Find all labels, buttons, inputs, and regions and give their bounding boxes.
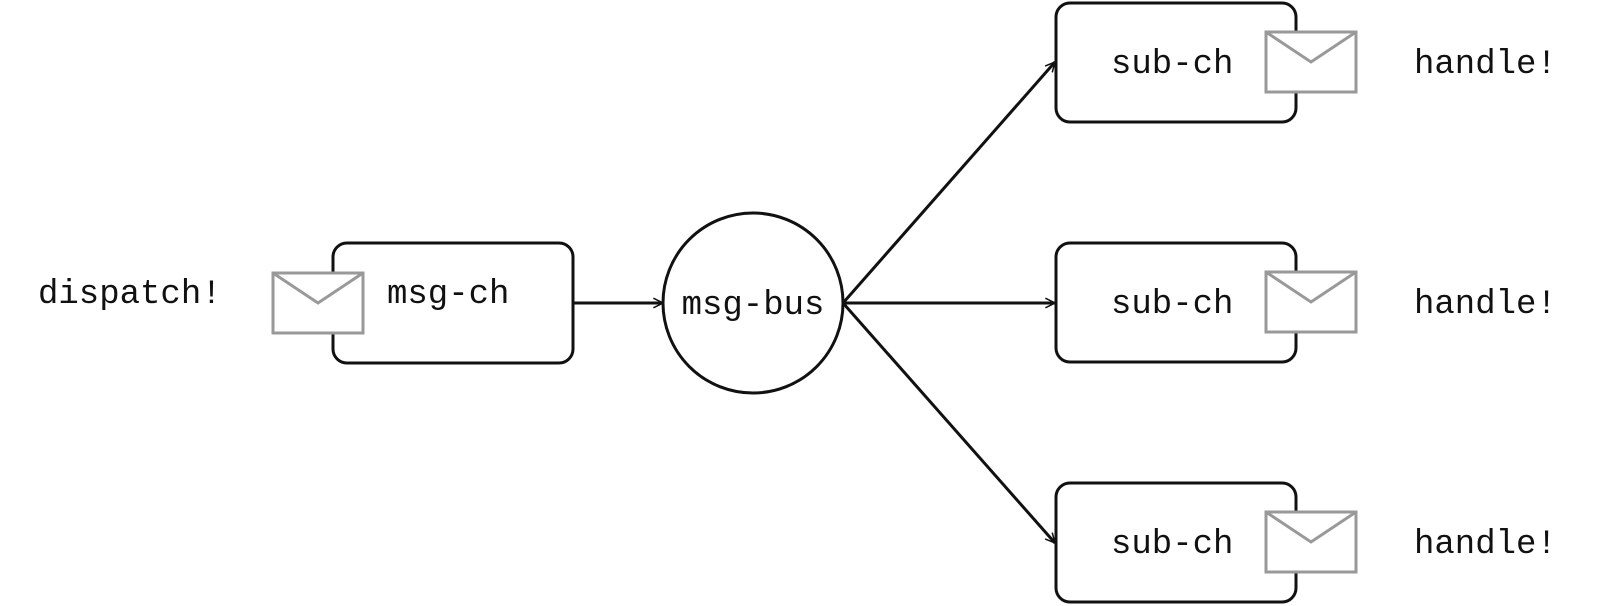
subscriber-node-3: sub-ch — [1054, 481, 1358, 604]
subscriber-channel-label: sub-ch — [1111, 286, 1233, 324]
edge-bus-to-subscriber-3 — [841, 302, 1057, 543]
handle-label-2: handle! — [1414, 286, 1557, 324]
envelope-icon — [1264, 510, 1358, 574]
sender-channel-node: msg-ch — [331, 241, 575, 365]
handle-label-3: handle! — [1414, 526, 1557, 564]
envelope-icon — [271, 271, 365, 335]
envelope-icon — [1264, 270, 1358, 334]
subscriber-node-2: sub-ch — [1054, 241, 1358, 364]
edge-bus-to-subscriber-1 — [841, 62, 1057, 304]
handle-label-1: handle! — [1414, 46, 1557, 84]
bus-label: msg-bus — [682, 287, 825, 325]
dispatch-label: dispatch! — [38, 276, 222, 314]
subscriber-node-1: sub-ch — [1054, 1, 1358, 124]
subscriber-channel-label: sub-ch — [1111, 46, 1233, 84]
sender-channel-label: msg-ch — [387, 276, 509, 314]
bus-node: msg-bus — [661, 211, 845, 395]
envelope-icon — [1264, 30, 1358, 94]
subscriber-channel-label: sub-ch — [1111, 526, 1233, 564]
